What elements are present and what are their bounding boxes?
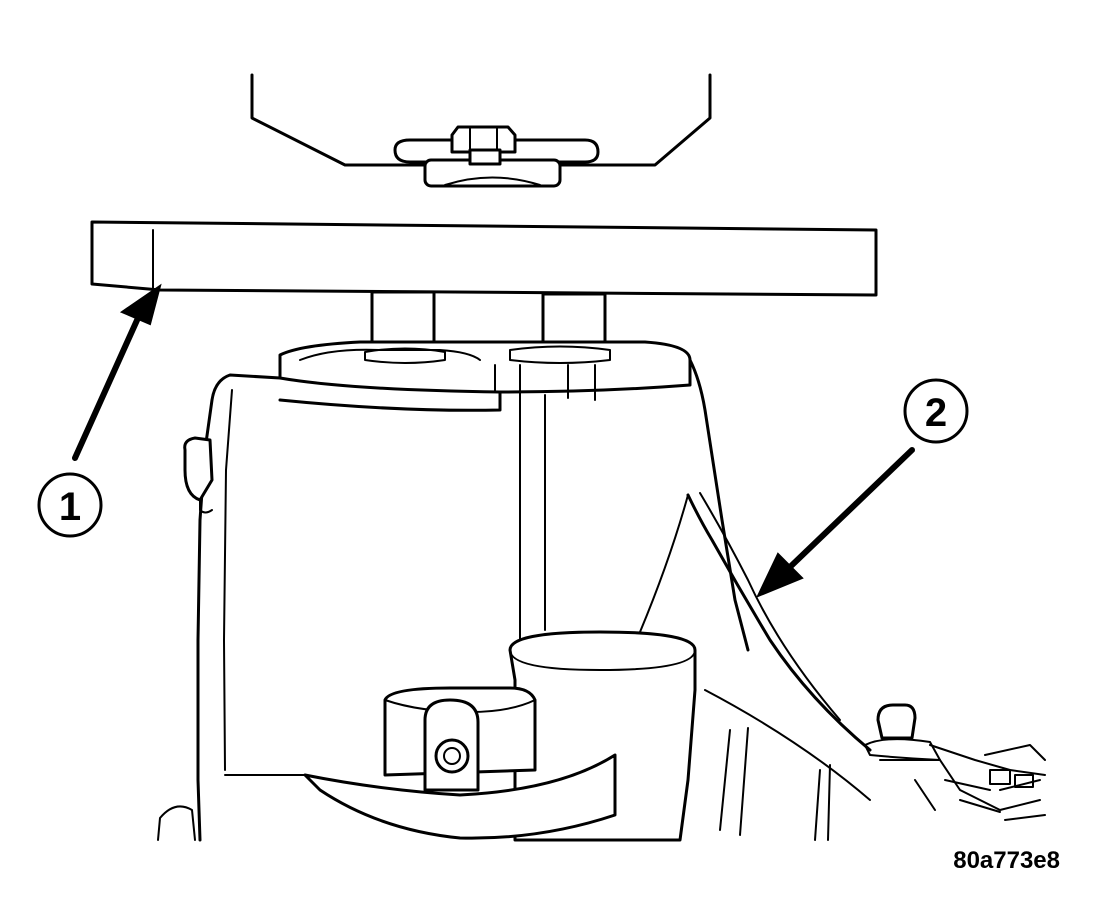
housing-rib — [639, 492, 872, 841]
housing-body — [157, 358, 750, 842]
leader-2 — [755, 447, 915, 598]
clamp-bracket — [383, 686, 537, 792]
figure-id: 80a773e8 — [953, 847, 1060, 874]
callout-2-label: 2 — [925, 391, 947, 435]
callout-2: 2 — [903, 378, 969, 444]
press-plate — [90, 220, 878, 297]
callout-1: 1 — [37, 472, 103, 538]
leader-1 — [72, 283, 162, 461]
press-ram — [250, 73, 712, 188]
bearing-seat — [278, 340, 692, 401]
housing-skirt — [224, 753, 617, 840]
callout-1-label: 1 — [59, 485, 81, 529]
gear-parts — [864, 703, 1046, 821]
